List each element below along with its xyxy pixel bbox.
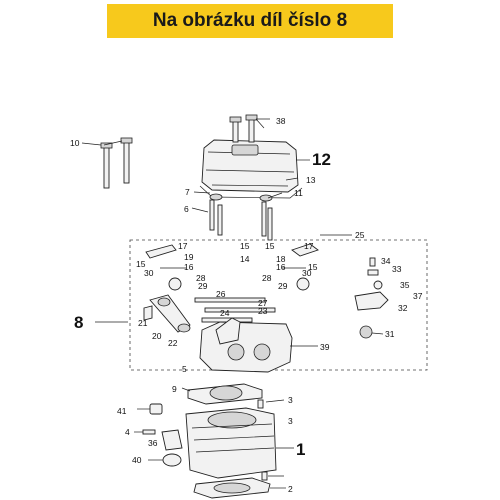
- callout-16b: 16: [276, 262, 286, 272]
- callout-34: 34: [381, 256, 391, 266]
- callout-28a: 28: [196, 273, 206, 283]
- valve-cover: [199, 139, 303, 199]
- callout-40: 40: [132, 455, 142, 465]
- callout-6: 6: [184, 204, 189, 214]
- callout-20: 20: [152, 331, 162, 341]
- callout-22: 22: [168, 338, 178, 348]
- callout-13: 13: [306, 175, 316, 185]
- callout-14: 14: [240, 254, 250, 264]
- callout-9: 9: [172, 384, 177, 394]
- callout-15b: 15: [265, 241, 275, 251]
- base-gasket: [193, 477, 271, 499]
- cylinder: [185, 407, 294, 479]
- cylinder-fittings: [134, 403, 183, 467]
- callout-35: 35: [400, 280, 410, 290]
- callout-8: 8: [74, 313, 83, 332]
- cover-bolts: [229, 114, 270, 143]
- callout-33: 33: [392, 264, 402, 274]
- callout-39: 39: [320, 342, 330, 352]
- callout-38: 38: [276, 116, 286, 126]
- cylinder-head: [199, 317, 318, 373]
- callout-28b: 28: [262, 273, 272, 283]
- callout-10: 10: [70, 138, 80, 148]
- callout-15c: 15: [136, 259, 146, 269]
- callout-29a: 29: [198, 281, 208, 291]
- callout-12: 12: [312, 150, 331, 169]
- head-studs: [191, 177, 299, 241]
- callout-32: 32: [398, 303, 408, 313]
- callout-18: 18: [276, 254, 286, 264]
- callout-11: 11: [294, 188, 303, 198]
- callout-31: 31: [385, 329, 395, 339]
- callout-30a: 30: [144, 268, 154, 278]
- callout-5: 5: [182, 364, 187, 374]
- callout-21: 21: [138, 318, 148, 328]
- callout-36: 36: [148, 438, 158, 448]
- callout-17b: 17: [304, 241, 314, 251]
- callout-17a: 17: [178, 241, 188, 251]
- callout-25: 25: [355, 230, 365, 240]
- callout-2: 2: [288, 484, 293, 494]
- tensioner-parts: [354, 257, 389, 339]
- callout-15d: 15: [308, 262, 318, 272]
- callout-16a: 16: [184, 262, 194, 272]
- callout-23: 23: [258, 306, 268, 316]
- callout-3a: 3: [288, 395, 293, 405]
- callout-26: 26: [216, 289, 226, 299]
- part-number-banner: Na obrázku díl číslo 8: [107, 4, 393, 38]
- head-gasket: [181, 383, 263, 405]
- callout-30b: 30: [302, 268, 312, 278]
- callout-19: 19: [184, 252, 194, 262]
- callout-29b: 29: [278, 281, 288, 291]
- callout-7: 7: [185, 187, 190, 197]
- callout-24: 24: [220, 308, 230, 318]
- camshaft: [143, 294, 191, 333]
- callout-15a: 15: [240, 241, 250, 251]
- callout-3b: 3: [288, 416, 293, 426]
- banner-text: Na obrázku díl číslo 8: [152, 10, 348, 31]
- part-8-boundary: [129, 239, 428, 371]
- callout-37: 37: [413, 291, 423, 301]
- callout-27: 27: [258, 298, 268, 308]
- callout-1: 1: [296, 440, 305, 459]
- callout-4: 4: [125, 427, 130, 437]
- long-studs: [81, 137, 133, 189]
- callout-labels: 38 10 12 13 7 11 6 25 17 15 15 17 19 14 …: [70, 116, 423, 494]
- callout-41: 41: [117, 406, 127, 416]
